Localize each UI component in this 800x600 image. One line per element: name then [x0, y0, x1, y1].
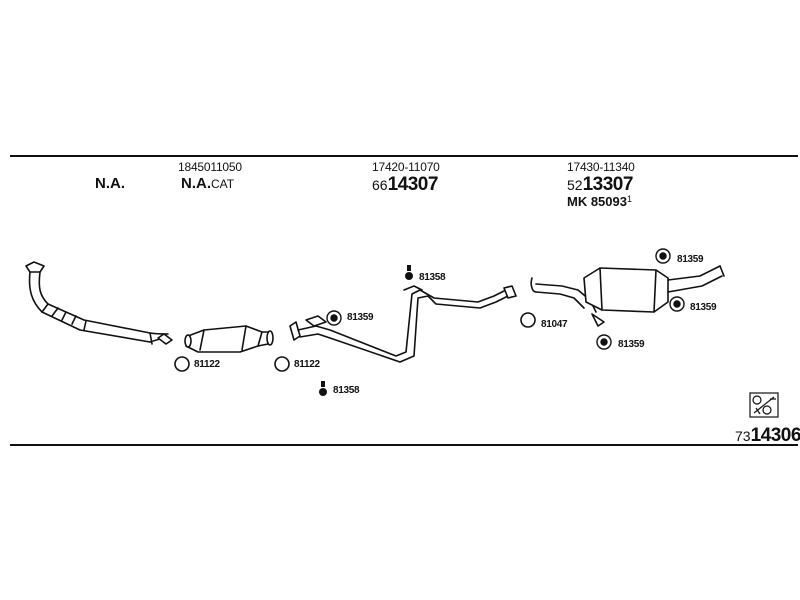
part-label-clamp: 81359: [347, 312, 374, 323]
part-number-main: 13307: [582, 174, 634, 195]
part-number-prefix: 52: [567, 177, 583, 193]
diagram-reference-number: 7314306: [735, 426, 800, 445]
part-label-gasket: 81122: [294, 359, 320, 370]
bottom-rule: [10, 444, 798, 446]
clamp-icon: [326, 310, 342, 326]
mounting-kit-number: MK 85093: [567, 194, 627, 209]
oem-number-catalyst: 1845011050: [178, 160, 242, 174]
front-downpipe: [25, 261, 173, 345]
catalytic-converter: [184, 325, 274, 353]
gasket-ring-icon: [274, 356, 290, 372]
part-label-clamp: 81359: [690, 302, 717, 313]
clamp-icon: [596, 334, 612, 350]
part-number-rear-silencer: 5213307: [567, 175, 633, 194]
mounting-kit-label: MK 850931: [567, 194, 632, 209]
rear-silencer: [530, 265, 725, 327]
part-number-centre-pipe: 6614307: [372, 175, 438, 194]
part-number-prefix: 66: [372, 177, 388, 193]
clamp-icon: [669, 296, 685, 312]
part-label-clamp: 81359: [677, 254, 704, 265]
gasket-ring-icon: [520, 312, 536, 328]
mounting-kit-note: 1: [626, 194, 632, 204]
part-label-bolt: 81358: [419, 272, 446, 283]
top-rule: [10, 155, 798, 157]
reference-main: 14306: [750, 425, 800, 446]
catalyst-na-main: N.A.: [181, 175, 211, 192]
catalyst-na-label: N.A.CAT: [181, 176, 234, 191]
part-label-gasket: 81122: [194, 359, 220, 370]
gasket-ring-icon: [174, 356, 190, 372]
reference-prefix: 73: [735, 428, 751, 444]
clamp-icon: [655, 248, 671, 264]
oem-number-centre-pipe: 17420-11070: [372, 160, 440, 174]
group-na-label: N.A.: [95, 175, 125, 192]
part-label-gasket: 81047: [541, 319, 568, 330]
catalyst-na-suffix: CAT: [211, 177, 235, 191]
centre-pipe: [289, 285, 517, 363]
bolt-icon: [405, 265, 413, 280]
bolt-icon: [319, 381, 327, 396]
part-label-clamp: 81359: [618, 339, 645, 350]
oem-number-rear-silencer: 17430-11340: [567, 160, 635, 174]
part-label-bolt: 81358: [333, 385, 360, 396]
part-number-main: 14307: [387, 174, 439, 195]
fitting-instructions-icon: [749, 392, 779, 418]
